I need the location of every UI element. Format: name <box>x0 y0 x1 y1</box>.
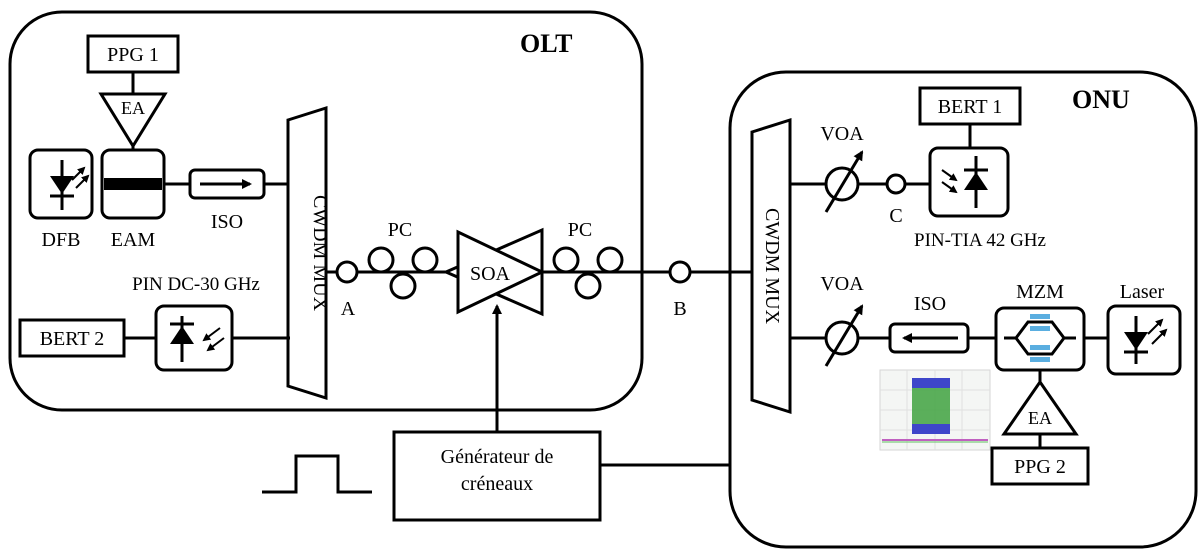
ea-onu-label: EA <box>1028 408 1052 428</box>
ppg2-label: PPG 2 <box>1014 456 1066 478</box>
soa-label: SOA <box>470 263 511 285</box>
point-a-label: A <box>341 298 356 320</box>
pin-tia-label: PIN-TIA 42 GHz <box>914 230 1046 251</box>
iso-onu-label: ISO <box>914 293 946 315</box>
mzm-label: MZM <box>1016 281 1064 303</box>
point-b-label: B <box>673 298 686 320</box>
generator-line1: Générateur de <box>441 446 554 468</box>
onu-title: ONU <box>1072 85 1130 114</box>
eam-label: EAM <box>111 229 156 251</box>
cwdm-mux-olt-label: CWDM MUX <box>309 195 331 312</box>
pin-dc-box <box>156 306 232 370</box>
pc-right-label: PC <box>568 219 592 241</box>
pin-tia-box <box>930 148 1008 216</box>
point-c-marker <box>887 175 905 193</box>
point-c-label: C <box>889 205 902 227</box>
square-pulse-icon <box>262 456 372 492</box>
voa-top-label: VOA <box>820 123 864 145</box>
bert1-label: BERT 1 <box>938 96 1003 118</box>
pin-dc-label: PIN DC-30 GHz <box>132 274 260 295</box>
cwdm-mux-onu-label: CWDM MUX <box>761 208 783 325</box>
laser-box <box>1108 306 1180 374</box>
iso-olt-label: ISO <box>211 211 243 233</box>
ea-olt-label: EA <box>121 98 145 118</box>
voa-bottom-label: VOA <box>820 273 864 295</box>
ppg1-label: PPG 1 <box>107 44 159 66</box>
pc-left-label: PC <box>388 219 412 241</box>
point-a-marker <box>337 262 357 282</box>
olt-title: OLT <box>520 29 573 58</box>
laser-label: Laser <box>1120 281 1165 303</box>
eye-diagram-inset <box>880 370 990 450</box>
point-b-marker <box>670 262 690 282</box>
generator-line2: créneaux <box>461 473 533 495</box>
bert2-label: BERT 2 <box>40 328 105 350</box>
dfb-label: DFB <box>42 229 81 251</box>
